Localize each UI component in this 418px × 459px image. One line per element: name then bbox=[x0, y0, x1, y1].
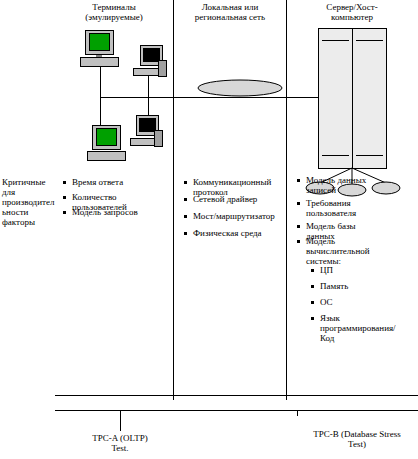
column-band: Локальная или региональная сетьКоммуника… bbox=[173, 0, 286, 395]
factor-item: Сетевой драйвер bbox=[193, 194, 285, 204]
factor-item: Физическая среда bbox=[193, 228, 285, 238]
bullet-mark bbox=[184, 215, 187, 218]
server-icon bbox=[319, 28, 387, 169]
factor-item: Модель вычислительной системы: bbox=[306, 236, 386, 266]
terminal-icon bbox=[88, 126, 126, 161]
factor-item: Мост/маршрутизатор bbox=[193, 211, 285, 221]
terminal-icon bbox=[131, 116, 163, 147]
factor-item: Модель данных записей bbox=[306, 175, 376, 195]
factor-item: Требования пользователя bbox=[306, 198, 386, 218]
column-band: Сервер/Хост-компьютерМодель данных запис… bbox=[286, 0, 418, 395]
factor-item: ОС bbox=[320, 297, 400, 307]
factor-item: Модель запросов bbox=[72, 207, 170, 217]
column-heading: Локальная или региональная сеть bbox=[188, 2, 272, 22]
bullet-mark bbox=[184, 232, 187, 235]
bullet-mark bbox=[297, 179, 300, 182]
bullet-mark bbox=[63, 181, 66, 184]
factor-item: Время ответа bbox=[72, 177, 170, 187]
disk-icons bbox=[306, 168, 400, 196]
column-band: Терминалы (эмулируемые)Время ответаКолич… bbox=[55, 0, 173, 395]
bullet-mark bbox=[311, 285, 314, 288]
column-separators bbox=[55, 0, 418, 431]
terminal-icon bbox=[81, 31, 119, 67]
factor-caption: Критичные для производительности факторы bbox=[2, 177, 58, 227]
column-heading: Терминалы (эмулируемые) bbox=[79, 2, 149, 22]
bullet-mark bbox=[184, 181, 187, 184]
factor-item: Память bbox=[320, 281, 400, 291]
bullet-mark bbox=[63, 211, 66, 214]
test-label: TPC-A (OLTP) Test. bbox=[90, 433, 150, 453]
test-label: TPC-B (Database Stress Test) bbox=[310, 429, 404, 449]
bullet-mark bbox=[311, 317, 314, 320]
bullet-mark bbox=[297, 202, 300, 205]
network-wires bbox=[100, 66, 318, 125]
bullet-mark bbox=[63, 196, 66, 199]
factor-item: ЦП bbox=[320, 265, 400, 275]
column-heading: Сервер/Хост-компьютер bbox=[312, 2, 392, 22]
bullet-mark bbox=[311, 301, 314, 304]
bullet-mark bbox=[311, 269, 314, 272]
network-cloud bbox=[198, 80, 282, 96]
factor-item: Язык программирования/Код bbox=[320, 313, 390, 343]
bullet-mark bbox=[297, 225, 300, 228]
bullet-mark bbox=[184, 198, 187, 201]
bullet-mark bbox=[297, 240, 300, 243]
terminal-icon bbox=[134, 46, 167, 77]
